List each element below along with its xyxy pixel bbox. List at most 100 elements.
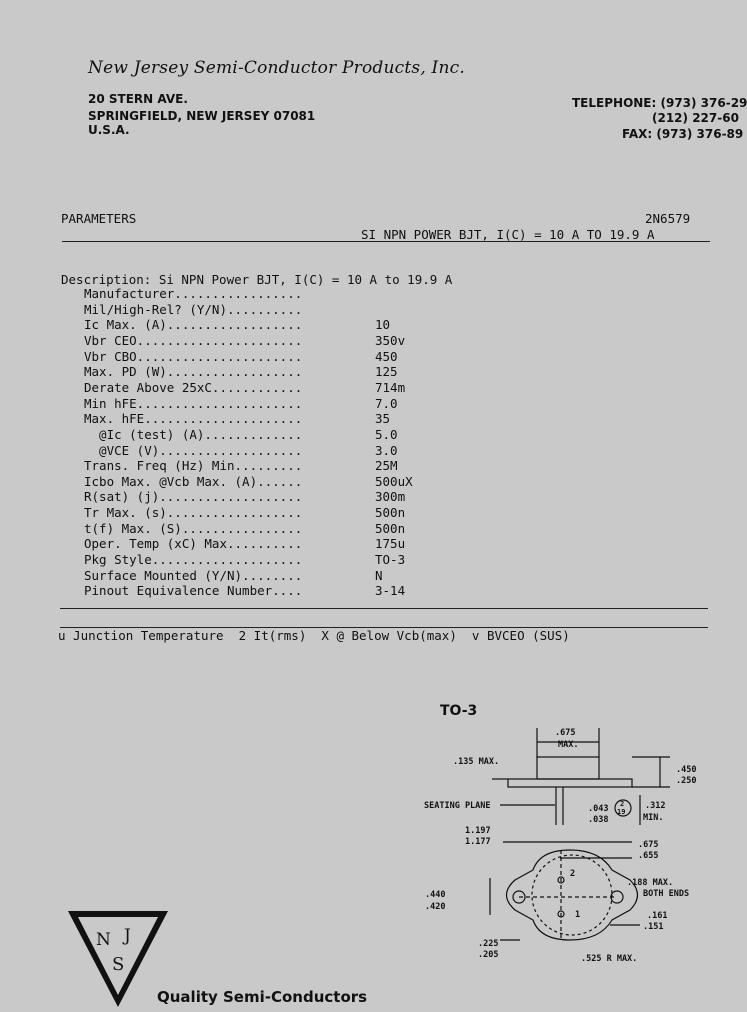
dim-1197-label: 1.197	[465, 826, 491, 836]
parameter-value: 3.0	[375, 442, 398, 458]
dim-151-label: .151	[643, 922, 664, 932]
parameter-label: Oper. Temp (xC) Max..........	[84, 536, 303, 552]
dim-440-label: .440	[425, 890, 446, 900]
address-line-2: SPRINGFIELD, NEW JERSEY 07081	[88, 109, 316, 123]
parameter-value: 450	[375, 348, 398, 364]
parameter-row: Derate Above 25xC............ 714m	[84, 380, 504, 396]
parameter-value: 714m	[375, 379, 406, 395]
parameter-label: Pinout Equivalence Number....	[84, 583, 303, 599]
note-circle	[614, 799, 632, 817]
parameter-label: Icbo Max. @Vcb Max. (A)......	[84, 473, 303, 489]
parameter-value: 350v	[375, 332, 406, 348]
parameter-label: Vbr CEO......................	[84, 332, 303, 348]
address-line-1: 20 STERN AVE.	[88, 92, 188, 106]
parameter-value: 125	[375, 364, 398, 380]
parameter-value: 500n	[375, 520, 406, 536]
dim-312-label: .312	[645, 801, 666, 811]
parameter-label: @VCE (V)...................	[84, 442, 303, 458]
logo-letter-s: S	[112, 954, 125, 975]
parameter-value: 10	[375, 317, 391, 333]
telephone-1: TELEPHONE: (973) 376-29	[572, 96, 747, 110]
parameter-row: Ic Max. (A).................. 10	[84, 317, 504, 333]
parameter-row: Mil/High-Rel? (Y/N)..........	[84, 302, 504, 318]
parameter-label: Surface Mounted (Y/N)........	[84, 567, 303, 583]
parameter-value: 25M	[375, 458, 398, 474]
parameter-label: Mil/High-Rel? (Y/N)..........	[84, 301, 303, 317]
company-name: New Jersey Semi-Conductor Products, Inc.	[88, 58, 465, 78]
dim-450-label: .450	[676, 765, 697, 775]
pin-2-hole	[557, 876, 565, 884]
logo-letter-j: J	[124, 926, 131, 946]
tagline: Quality Semi-Conductors	[157, 988, 368, 1006]
flange-bottom-outline	[505, 849, 639, 941]
parameter-row: Trans. Freq (Hz) Min......... 25M	[84, 458, 504, 474]
parameters-label: PARAMETERS	[61, 211, 137, 226]
flange-outline	[507, 778, 633, 788]
parameter-label: Manufacturer.................	[84, 286, 303, 301]
note-circle-19: 19	[617, 808, 626, 816]
table-divider-2	[60, 627, 708, 628]
address-line-3: U.S.A.	[88, 123, 130, 137]
parameter-value: 300m	[375, 489, 406, 505]
header-divider	[62, 241, 710, 242]
parameter-row: Min hFE...................... 7.0	[84, 396, 504, 412]
part-number: 2N6579	[645, 211, 691, 226]
mounting-hole-left	[512, 890, 526, 904]
description: Description: Si NPN Power BJT, I(C) = 10…	[61, 272, 453, 287]
note-circle-2: 2	[620, 800, 625, 808]
parameter-row: Pinout Equivalence Number....3-14	[84, 583, 504, 599]
parameter-row: Manufacturer.................	[84, 286, 504, 302]
parameter-label: Ic Max. (A)..................	[84, 317, 303, 333]
parameter-value: 35	[375, 411, 391, 427]
parameter-value: 500uX	[375, 473, 413, 489]
dim-161-label: .161	[647, 911, 668, 921]
parameter-label: Max. PD (W)..................	[84, 364, 303, 380]
seating-plane-label: SEATING PLANE	[424, 801, 491, 811]
table-divider-1	[60, 608, 708, 609]
fax-number: FAX: (973) 376-89	[622, 127, 744, 141]
dim-525-label: .525 R MAX.	[581, 954, 638, 964]
parameter-value: 7.0	[375, 395, 398, 411]
parameter-label: @Ic (test) (A).............	[84, 426, 303, 442]
dim-038-label: .038	[588, 815, 609, 825]
njs-logo	[68, 911, 168, 1007]
parameter-row: Surface Mounted (Y/N)........ N	[84, 568, 504, 584]
parameter-label: Derate Above 25xC............	[84, 379, 303, 395]
parameter-label: Vbr CBO......................	[84, 348, 303, 364]
parameter-label: Min hFE......................	[84, 395, 303, 411]
parameter-value: 5.0	[375, 426, 398, 442]
footnote: u Junction Temperature 2 It(rms) X @ Bel…	[58, 628, 570, 643]
dim-043-label: .043	[588, 804, 609, 814]
part-subtitle: SI NPN POWER BJT, I(C) = 10 A TO 19.9 A	[361, 227, 655, 242]
parameter-value: 175u	[375, 536, 406, 552]
parameter-row: R(sat) (j)...................300m	[84, 489, 504, 505]
pin-2-label: 2	[570, 869, 576, 879]
parameter-value: N	[375, 567, 383, 583]
dim-675-label: .675	[555, 728, 576, 738]
dim-675b-label: .675	[638, 840, 659, 850]
parameter-row: Icbo Max. @Vcb Max. (A)...... 500uX	[84, 474, 504, 490]
dim-250-label: .250	[676, 776, 697, 786]
parameter-row: @Ic (test) (A)............. 5.0	[84, 427, 504, 443]
parameter-row: Max. PD (W).................. 125	[84, 364, 504, 380]
parameter-value: 500n	[375, 505, 406, 521]
parameter-row: Max. hFE..................... 35	[84, 411, 504, 427]
parameter-label: Max. hFE.....................	[84, 411, 303, 427]
dim-max-label: MAX.	[558, 740, 579, 750]
case-circle	[531, 854, 613, 936]
parameter-label: Trans. Freq (Hz) Min.........	[84, 458, 303, 474]
both-ends-label: BOTH ENDS	[643, 889, 690, 899]
logo-letter-n: N	[96, 930, 111, 950]
dim-655-label: .655	[638, 851, 659, 861]
parameter-row: Oper. Temp (xC) Max.......... 175u	[84, 536, 504, 552]
dim-min-label: MIN.	[643, 813, 664, 823]
parameter-label: t(f) Max. (S)................	[84, 520, 303, 536]
parameter-value: TO-3	[375, 552, 406, 568]
case-top-outline	[536, 756, 600, 780]
parameter-row: Pkg Style....................TO-3	[84, 552, 504, 568]
parameter-label: Tr Max. (s)..................	[84, 505, 303, 521]
pin-1-label: 1	[575, 910, 581, 920]
parameter-row: Vbr CBO...................... 450	[84, 349, 504, 365]
dim-1177-label: 1.177	[465, 837, 491, 847]
package-title: TO-3	[440, 703, 478, 719]
